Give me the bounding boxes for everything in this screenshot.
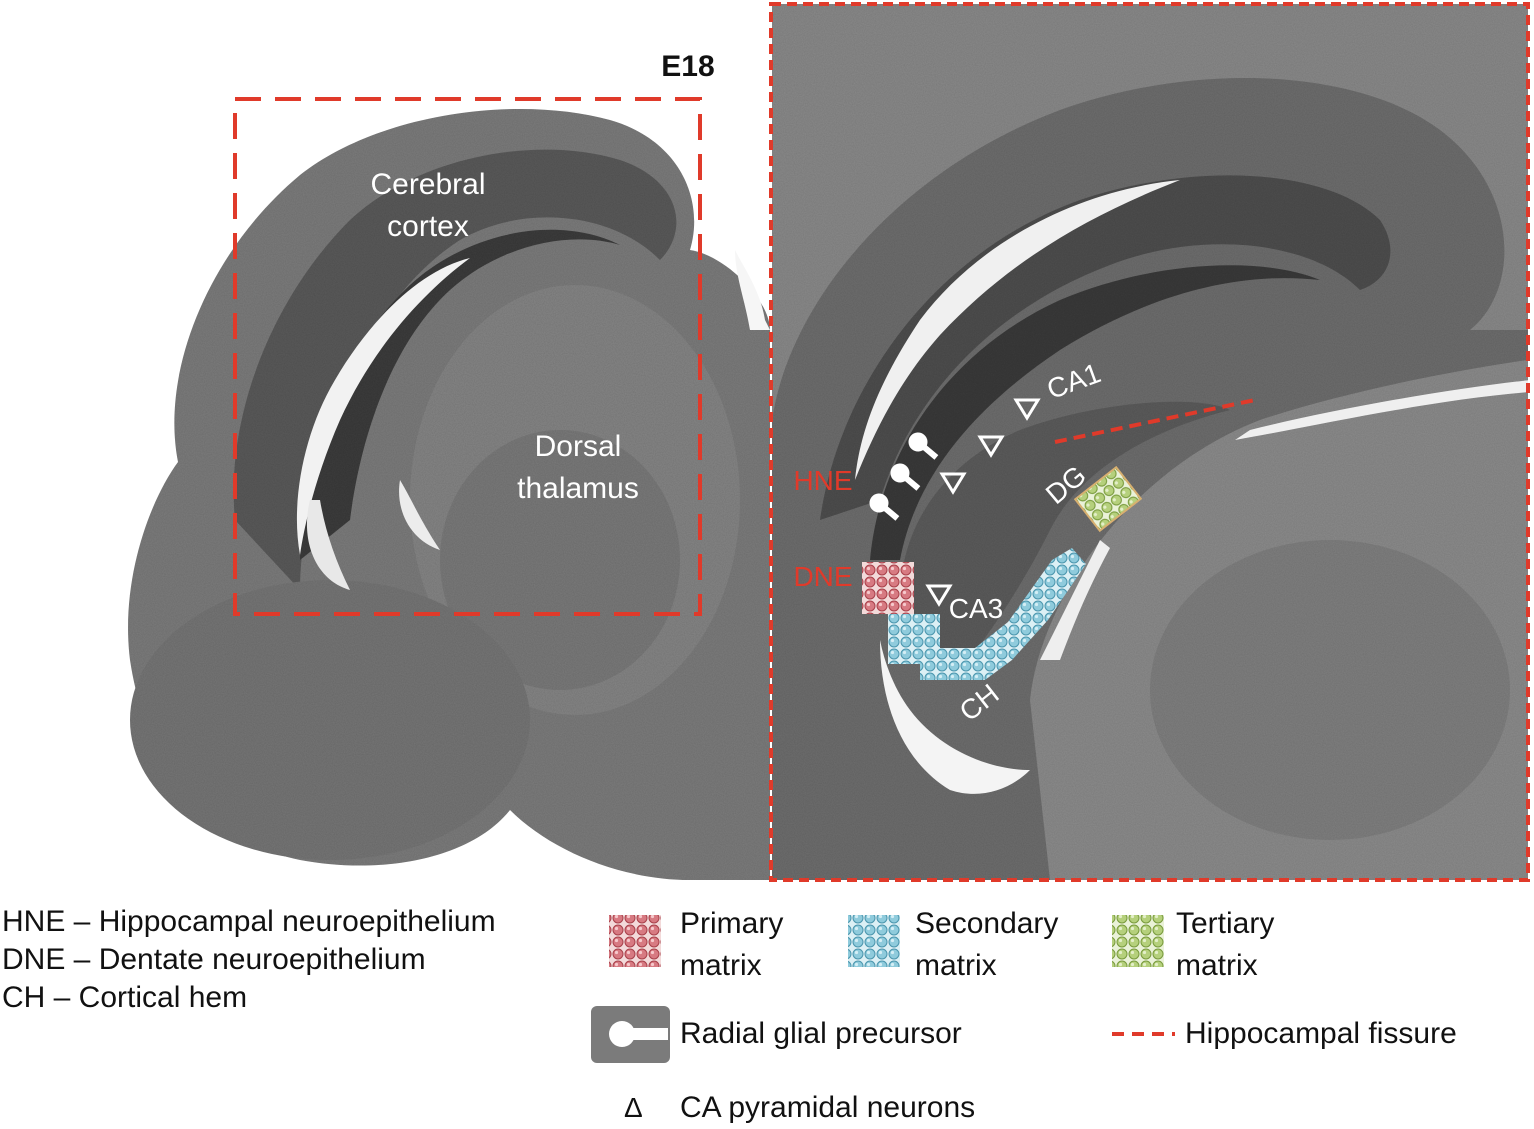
secondary-matrix-line1: Secondary [915,907,1059,940]
radial-glial-cell [869,493,900,521]
tertiary-matrix-patch [1073,465,1143,533]
secondary-matrix-legend: Secondary matrix [915,903,1058,987]
pyramidal-neuron-icon [1013,398,1041,421]
cortex-label-line1: Cerebral [370,168,485,201]
primary-matrix-patch [862,562,914,614]
pyramidal-legend-label: CA pyramidal neurons [680,1091,976,1124]
thalamus-label-line2: thalamus [517,472,639,505]
pyramidal-neuron-icon [939,472,967,495]
radial-glial-precursors [869,432,939,521]
left-brain-section [128,108,771,880]
radial-glial-cell [908,432,939,460]
legend-primary-swatch [609,915,661,967]
radial-glial-legend-label: Radial glial precursor [680,1017,962,1050]
dne-label: DNE [793,561,852,592]
abbreviation-legend: HNE – Hippocampal neuroepithelium DNE – … [2,903,496,1017]
pyramidal-neuron-icon [977,435,1005,458]
hne-label: HNE [793,465,852,496]
ca-pyramidal-neurons [925,398,1041,607]
pyramidal-legend-symbol: Δ [624,1092,643,1123]
pyramidal-neuron-icon [925,584,953,607]
primary-matrix-line1: Primary [680,907,784,940]
right-zoom-section [772,4,1528,880]
radial-glial-cell [890,463,921,491]
tertiary-matrix-line2: matrix [1176,949,1258,982]
fissure-legend-label: Hippocampal fissure [1185,1017,1457,1050]
cortex-label-line2: cortex [387,210,469,243]
secondary-matrix-line2: matrix [915,949,997,982]
stage-label: E18 [661,50,714,83]
legend-tertiary-swatch [1112,915,1164,967]
ca3-label: CA3 [949,593,1003,624]
tertiary-matrix-line1: Tertiary [1176,907,1275,940]
primary-matrix-line2: matrix [680,949,762,982]
legend-swatches [591,915,1175,1063]
secondary-matrix-patch [888,548,1086,680]
primary-matrix-legend: Primary matrix [680,903,783,987]
thalamus-label-line1: Dorsal [535,430,622,463]
abbrev-hne: HNE – Hippocampal neuroepithelium [2,905,496,938]
abbrev-ch: CH – Cortical hem [2,981,248,1014]
hippocampal-fissure-line [1054,398,1256,444]
abbrev-dne: DNE – Dentate neuroepithelium [2,943,426,976]
legend-secondary-swatch [848,915,900,967]
tertiary-matrix-legend: Tertiary matrix [1176,903,1274,987]
left-zoom-frame [233,97,702,616]
